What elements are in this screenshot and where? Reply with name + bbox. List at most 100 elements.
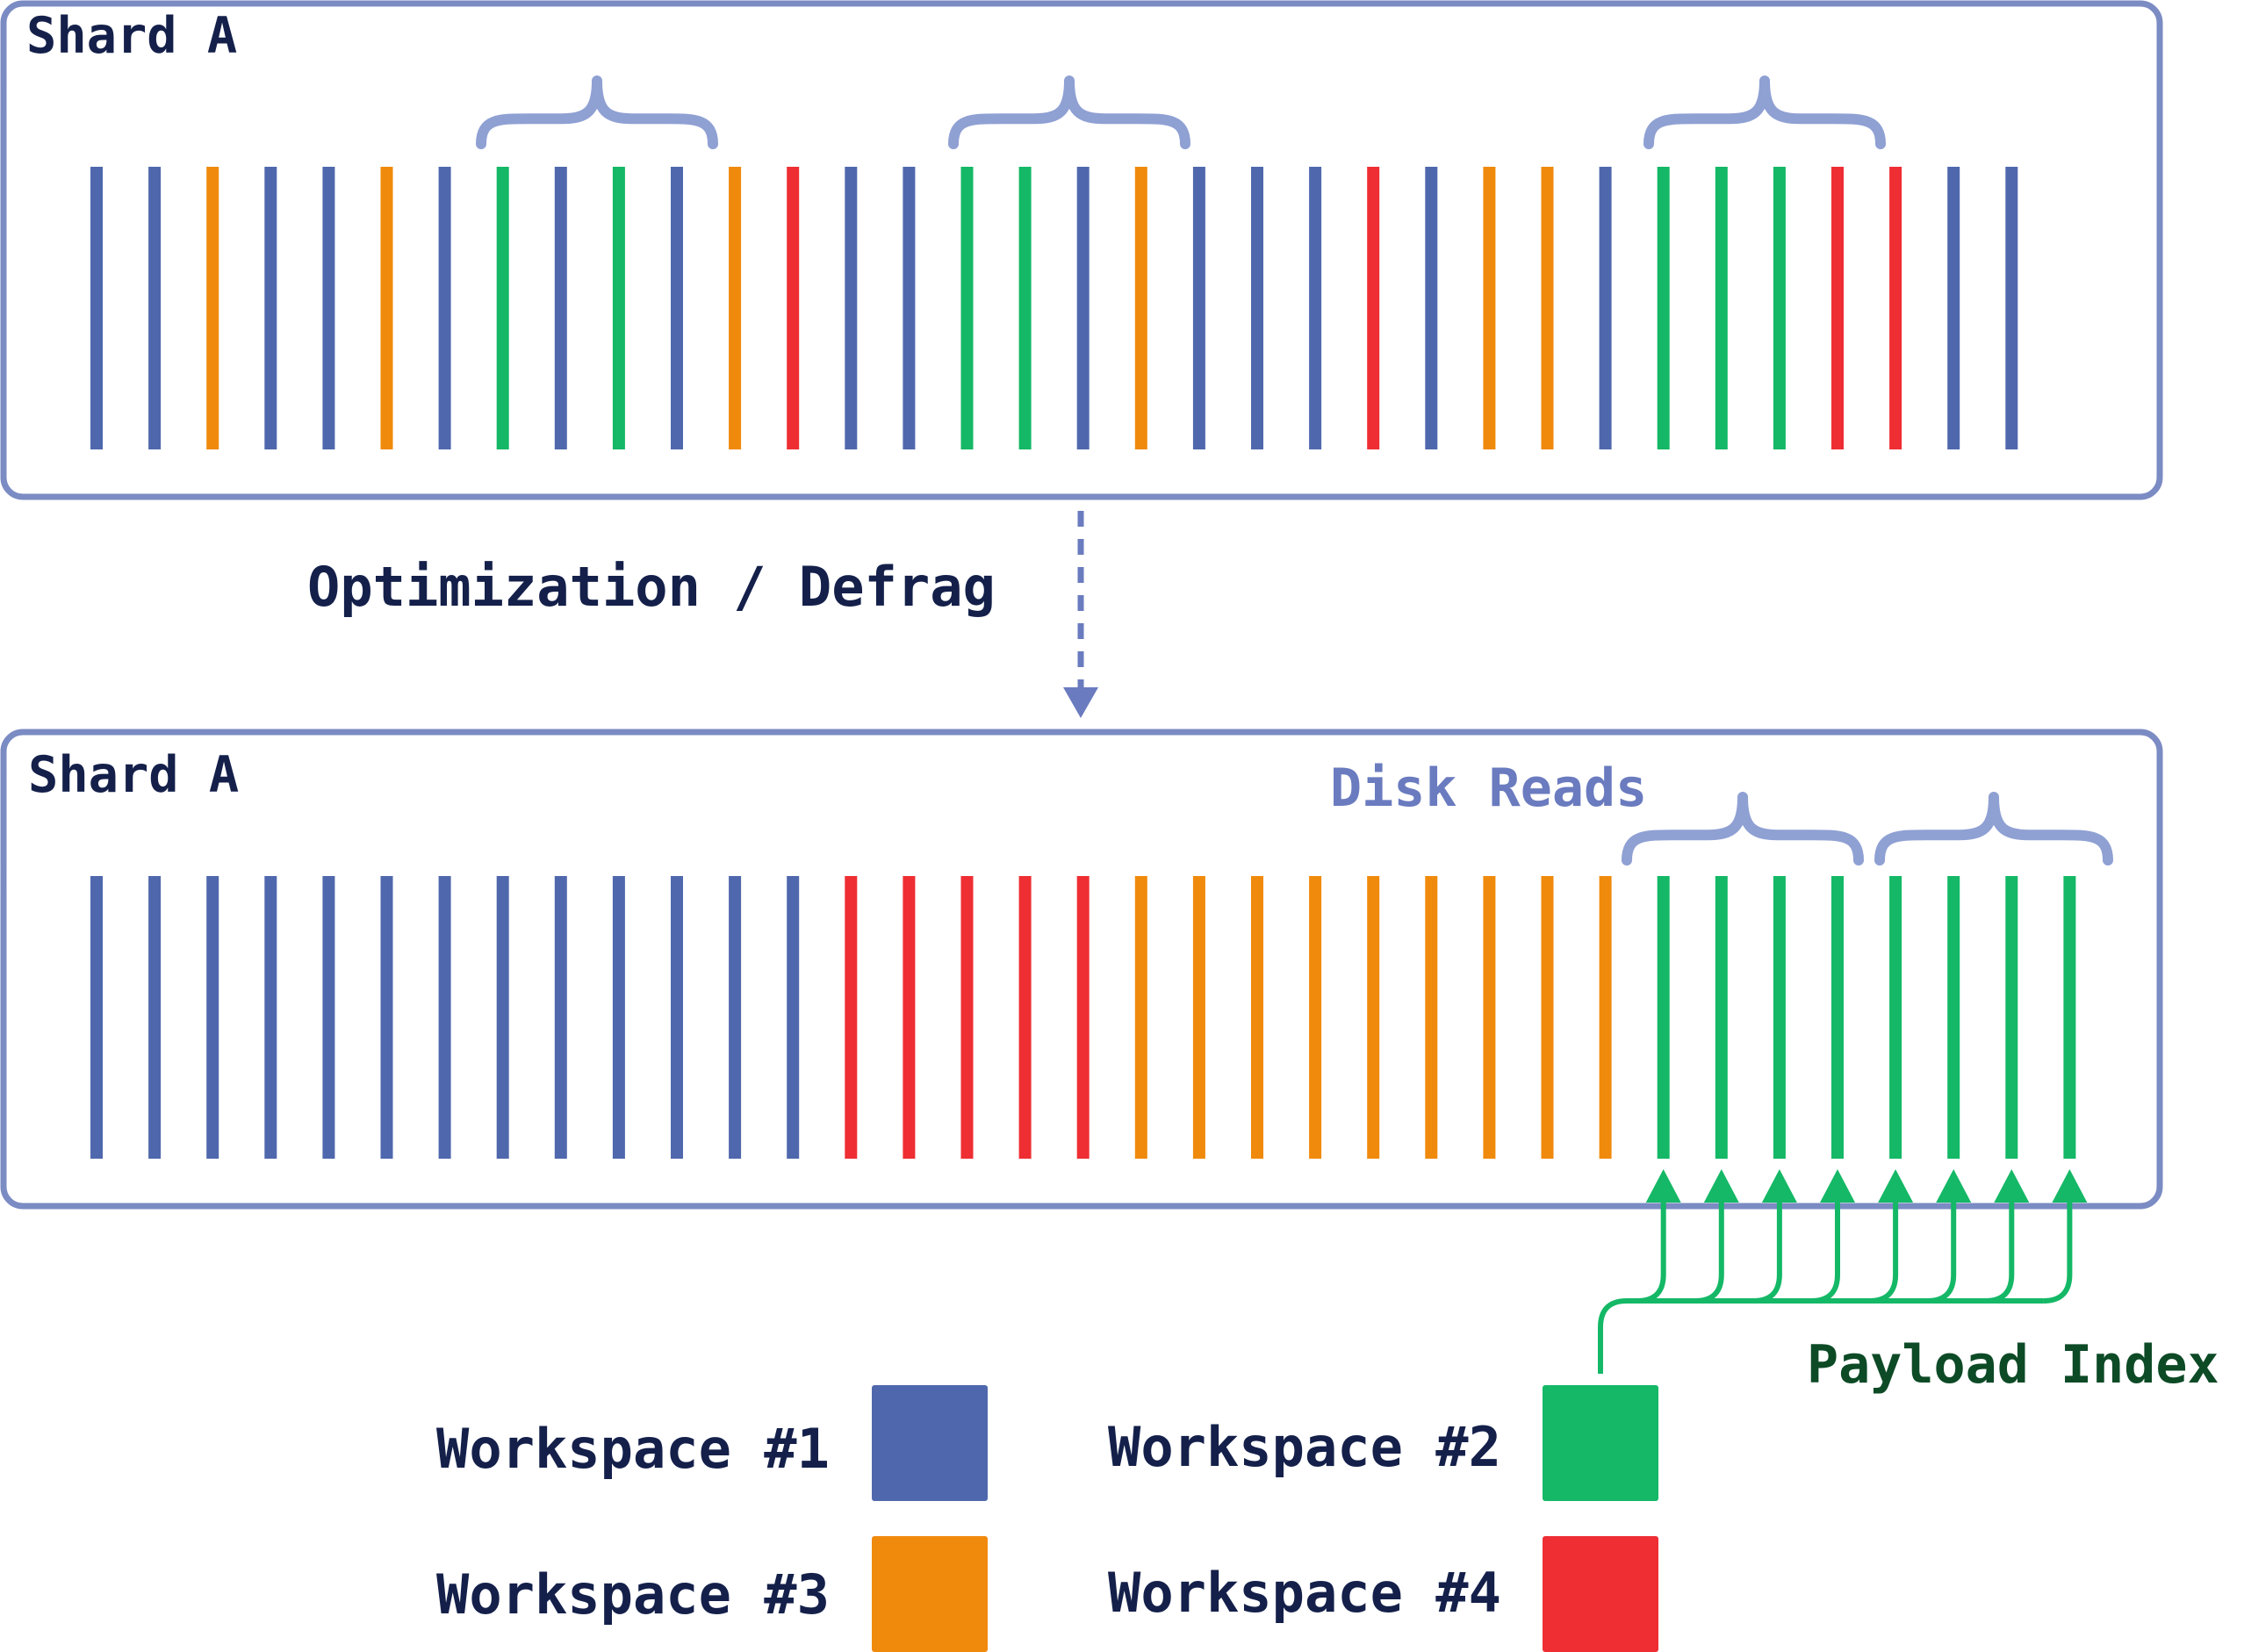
legend-label-workspace-1: Workspace #1 [436, 1417, 830, 1481]
top-shard-segment-ws1 [264, 167, 277, 449]
payload-index-arrow-line [1694, 1196, 1724, 1304]
payload-index-arrowhead-icon [1645, 1169, 1681, 1203]
payload-index-arrow-line [1985, 1196, 2015, 1304]
top-shard-segment-ws1 [148, 167, 162, 449]
legend-item-workspace-4: Workspace #4 [1108, 1536, 1658, 1652]
bottom-shard-segment-ws4 [1018, 876, 1032, 1159]
top-shard-segment-ws1 [1076, 167, 1090, 449]
legend-item-workspace-2: Workspace #2 [1108, 1385, 1658, 1501]
payload-index-arrowhead-icon [1878, 1169, 1914, 1203]
top-shard-segment-ws2 [612, 167, 625, 449]
top-shard-brace-icon [948, 75, 1190, 149]
payload-index-arrow-line [1927, 1196, 1957, 1304]
legend-swatch-workspace-4 [1543, 1536, 1658, 1652]
top-shard-segment-ws3 [380, 167, 393, 449]
defrag-label: Optimization / Defrag [307, 555, 996, 619]
legend-swatch-workspace-2 [1543, 1385, 1658, 1501]
bottom-shard-segment-ws4 [903, 876, 916, 1159]
top-shard-segment-ws2 [1773, 167, 1786, 449]
top-shard-segment-ws2 [960, 167, 974, 449]
legend-item-workspace-1: Workspace #1 [436, 1385, 988, 1501]
top-shard-segment-ws1 [903, 167, 916, 449]
legend-swatch-workspace-3 [872, 1536, 988, 1652]
payload-index-arrow-line [1810, 1196, 1840, 1304]
bottom-shard-segment-ws4 [845, 876, 858, 1159]
bottom-shard-segment-ws1 [554, 876, 567, 1159]
legend-label-workspace-3: Workspace #3 [436, 1562, 830, 1627]
disk-reads-brace-icon [1874, 792, 2113, 866]
top-shard-segments [90, 167, 2018, 449]
top-shard-segment-ws3 [729, 167, 742, 449]
bottom-shard-segment-ws2 [1657, 876, 1670, 1159]
bottom-shard-segment-ws3 [1134, 876, 1147, 1159]
bottom-shard-segment-ws2 [2063, 876, 2076, 1159]
bottom-shard-segment-ws3 [1192, 876, 1205, 1159]
legend-label-workspace-2: Workspace #2 [1108, 1415, 1501, 1479]
bottom-shard-segment-ws2 [2005, 876, 2018, 1159]
top-shard-segment-ws4 [787, 167, 800, 449]
bottom-shard-segment-ws2 [1715, 876, 1728, 1159]
bottom-shard-segment-ws1 [264, 876, 277, 1159]
payload-index-arrow-line [2043, 1196, 2073, 1304]
payload-index-arrowhead-icon [1761, 1169, 1797, 1203]
top-shard-title: Shard A [26, 7, 237, 65]
bottom-shard-segment-ws3 [1367, 876, 1380, 1159]
bottom-shard-segment-ws1 [148, 876, 162, 1159]
bottom-shard-segment-ws2 [1831, 876, 1844, 1159]
top-shard: Shard A [0, 0, 2163, 500]
bottom-shard-segment-ws1 [729, 876, 742, 1159]
top-shard-segment-ws3 [1134, 167, 1147, 449]
payload-index-arrowhead-icon [1936, 1169, 1972, 1203]
top-shard-segment-ws2 [496, 167, 509, 449]
bottom-shard-segment-ws1 [90, 876, 103, 1159]
payload-index-arrowhead-icon [1820, 1169, 1855, 1203]
top-shard-segment-ws1 [1947, 167, 1960, 449]
top-shard-segment-ws1 [2005, 167, 2018, 449]
bottom-shard-segment-ws4 [960, 876, 974, 1159]
bottom-shard-title: Shard A [28, 746, 239, 804]
bottom-shard-segment-ws3 [1251, 876, 1263, 1159]
defrag-arrowhead-icon [1063, 687, 1098, 718]
bottom-shard-segment-ws3 [1541, 876, 1554, 1159]
payload-index-arrowhead-icon [1994, 1169, 2030, 1203]
top-shard-segment-ws4 [1831, 167, 1844, 449]
top-shard-segment-ws1 [1425, 167, 1438, 449]
top-shard-segment-ws3 [1541, 167, 1554, 449]
top-shard-segment-ws2 [1715, 167, 1728, 449]
bottom-shard-segment-ws2 [1889, 876, 1902, 1159]
legend-swatch-workspace-1 [872, 1385, 988, 1501]
payload-index-arrow-line [1636, 1196, 1666, 1304]
bottom-shard-segment-ws3 [1425, 876, 1438, 1159]
bottom-shard-segments [90, 876, 2076, 1159]
payload-index-arrow-line [1868, 1196, 1899, 1304]
top-shard-segment-ws1 [1251, 167, 1263, 449]
bottom-shard-segment-ws1 [380, 876, 393, 1159]
legend-label-workspace-4: Workspace #4 [1108, 1561, 1501, 1625]
bottom-shard-frame [0, 729, 2163, 1210]
top-shard-segment-ws1 [554, 167, 567, 449]
payload-index-connector [1598, 1298, 2044, 1374]
bottom-shard: Shard A Disk Reads [0, 729, 2163, 1210]
top-shard-segment-ws1 [1309, 167, 1322, 449]
disk-reads-label: Disk Reads [1330, 758, 1647, 819]
disk-reads-braces [1622, 792, 2113, 866]
legend: Workspace #1 Workspace #2 Workspace #3 W… [436, 1385, 1658, 1652]
bottom-shard-segment-ws3 [1599, 876, 1612, 1159]
bottom-shard-segment-ws1 [671, 876, 683, 1159]
top-shard-segment-ws4 [1367, 167, 1380, 449]
top-shard-segment-ws1 [322, 167, 335, 449]
top-shard-segment-ws4 [1889, 167, 1902, 449]
payload-index-arrowhead-icon [2052, 1169, 2088, 1203]
top-shard-frame [0, 0, 2163, 500]
payload-index-arrowhead-icon [1703, 1169, 1739, 1203]
bottom-shard-segment-ws1 [206, 876, 219, 1159]
bottom-shard-segment-ws1 [787, 876, 800, 1159]
top-shard-segment-ws1 [845, 167, 858, 449]
legend-item-workspace-3: Workspace #3 [436, 1536, 988, 1652]
top-shard-segment-ws1 [1599, 167, 1612, 449]
top-shard-segment-ws2 [1657, 167, 1670, 449]
bottom-shard-segment-ws4 [1076, 876, 1090, 1159]
top-shard-segment-ws1 [671, 167, 683, 449]
disk-reads-brace-icon [1622, 792, 1864, 866]
